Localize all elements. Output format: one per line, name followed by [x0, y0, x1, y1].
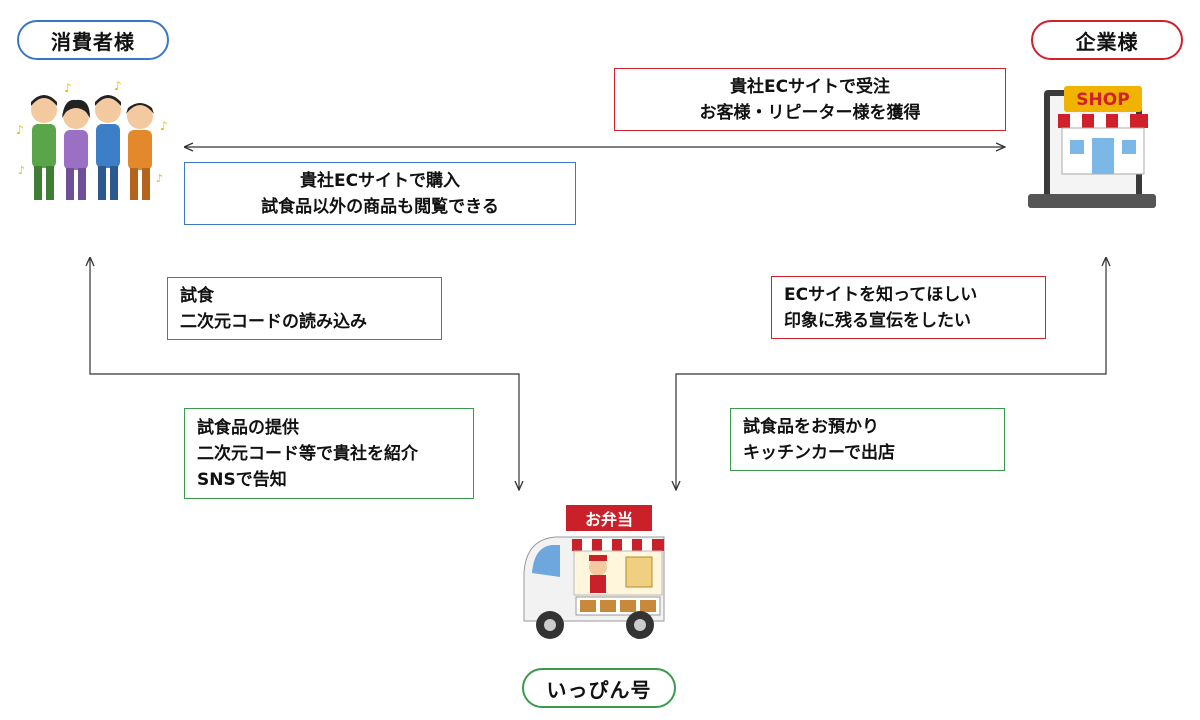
music-note-icon: ♪: [114, 79, 122, 93]
food-truck-illustration: お弁当: [523, 505, 665, 639]
music-note-icon: ♪: [16, 123, 24, 137]
box-company-to-consumer: 貴社ECサイトで受注 お客様・リピーター様を獲得: [614, 68, 1006, 131]
box-line: 二次元コード等で貴社を紹介: [197, 443, 418, 464]
awning: [1058, 114, 1148, 128]
person-figure: [126, 103, 154, 200]
box-line: 二次元コードの読み込み: [180, 311, 367, 332]
box-line: 試食品以外の商品も閲覧できる: [261, 196, 499, 217]
person-figure: [62, 99, 90, 200]
box-line: 試食品の提供: [197, 417, 299, 438]
box-line: 貴社ECサイトで購入: [299, 170, 461, 191]
box-line: ECサイトを知ってほしい: [784, 284, 978, 305]
box-line: キッチンカーで出店: [743, 442, 895, 463]
music-note-icon: ♪: [160, 119, 168, 133]
box-line: 貴社ECサイトで受注: [729, 76, 891, 97]
arrow-consumer-truck: [90, 258, 519, 490]
music-note-icon: ♪: [156, 172, 163, 185]
music-note-icon: ♪: [18, 164, 25, 177]
company-label: 企業様: [1031, 20, 1183, 60]
shop-laptop-illustration: SHOP: [1028, 86, 1156, 208]
box-line: SNSで告知: [197, 469, 287, 490]
shop-sign: SHOP: [1076, 90, 1129, 110]
truck-label: いっぴん号: [522, 668, 676, 708]
awning: [572, 539, 664, 551]
person-figure: [95, 95, 121, 200]
box-line: 印象に残る宣伝をしたい: [784, 310, 971, 331]
box-line: 試食品をお預かり: [743, 416, 879, 437]
arrow-company-truck: [676, 258, 1106, 490]
person-figure: [31, 95, 57, 200]
box-truck-from-company: 試食品をお預かり キッチンカーで出店: [730, 408, 1005, 471]
music-note-icon: ♪: [64, 81, 72, 95]
truck-sign: お弁当: [585, 510, 633, 529]
consumers-illustration: ♪ ♪ ♪ ♪ ♪ ♪: [16, 79, 168, 200]
box-company-needs: ECサイトを知ってほしい 印象に残る宣伝をしたい: [771, 276, 1046, 339]
box-consumer-to-company: 貴社ECサイトで購入 試食品以外の商品も閲覧できる: [184, 162, 576, 225]
box-line: お客様・リピーター様を獲得: [699, 102, 921, 123]
consumer-label: 消費者様: [17, 20, 169, 60]
box-consumer-from-truck: 試食 二次元コードの読み込み: [167, 277, 442, 340]
box-truck-to-consumer: 試食品の提供 二次元コード等で貴社を紹介 SNSで告知: [184, 408, 474, 499]
box-line: 試食: [180, 285, 214, 306]
